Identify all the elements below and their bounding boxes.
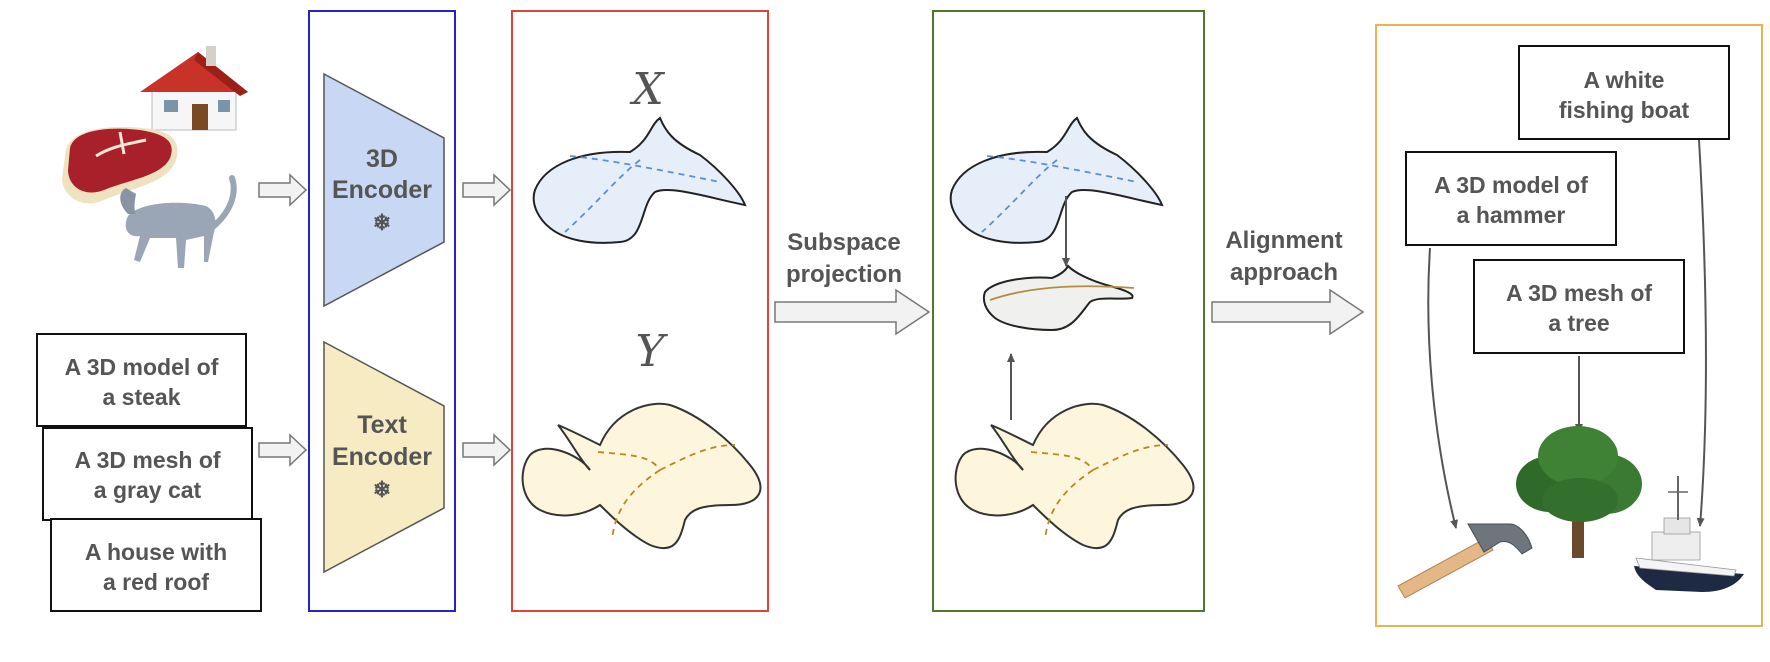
prompt-house-line1: A house with bbox=[85, 539, 227, 565]
subspace-label-line2: projection bbox=[786, 261, 902, 288]
space-x-label: X bbox=[629, 64, 665, 115]
query-boat-line2: fishing boat bbox=[1559, 97, 1690, 123]
snowflake-icon: ❄ bbox=[373, 477, 391, 502]
shape-embedding-space bbox=[532, 116, 747, 244]
prompt-cat-line2: a gray cat bbox=[94, 477, 202, 503]
text-encoder-line2: Encoder bbox=[332, 443, 432, 471]
arrow-objects-to-encoder bbox=[258, 173, 308, 207]
arrow-subspace-projection bbox=[774, 288, 931, 336]
shape-encoder-line1: 3D bbox=[366, 145, 398, 173]
query-boat-line1: A white bbox=[1584, 67, 1665, 93]
text-prompt-house: A house with a red roof bbox=[50, 518, 262, 612]
encoder-panel bbox=[308, 10, 456, 612]
query-tree-line1: A 3D mesh of bbox=[1506, 280, 1652, 306]
query-hammer: A 3D model of a hammer bbox=[1405, 151, 1617, 246]
query-hammer-line2: a hammer bbox=[1457, 202, 1566, 228]
projected-shape-space bbox=[949, 116, 1164, 244]
arrow-shape-encoder-to-space bbox=[462, 173, 512, 207]
cat-image bbox=[120, 175, 237, 268]
snowflake-icon: ❄ bbox=[373, 210, 391, 235]
text-prompt-steak: A 3D model of a steak bbox=[36, 333, 247, 427]
arrow-query-to-boat bbox=[1696, 139, 1707, 527]
steak-image bbox=[62, 126, 178, 204]
projected-text-space bbox=[954, 402, 1195, 550]
text-encoder-line1: Text bbox=[357, 411, 407, 439]
text-prompt-cat: A 3D mesh of a gray cat bbox=[42, 427, 253, 521]
arrow-text-encoder-to-space bbox=[462, 433, 512, 467]
retrieval-panel bbox=[1375, 24, 1763, 627]
tree-image bbox=[1516, 426, 1642, 558]
query-tree: A 3D mesh of a tree bbox=[1473, 259, 1685, 354]
embedding-panel bbox=[511, 10, 769, 612]
arrow-query-to-hammer bbox=[1427, 247, 1458, 529]
boat-image bbox=[1634, 476, 1744, 592]
query-hammer-line1: A 3D model of bbox=[1434, 172, 1588, 198]
shape-encoder-line2: Encoder bbox=[332, 176, 432, 204]
projection-panel bbox=[932, 10, 1205, 612]
prompt-steak-line1: A 3D model of bbox=[65, 354, 219, 380]
prompt-steak-line2: a steak bbox=[102, 384, 180, 410]
alignment-label-line2: approach bbox=[1230, 259, 1338, 286]
house-image bbox=[140, 46, 248, 131]
prompt-cat-line1: A 3D mesh of bbox=[74, 447, 220, 473]
space-y-label: Y bbox=[635, 326, 668, 377]
text-embedding-space bbox=[521, 402, 762, 550]
alignment-label-line1: Alignment bbox=[1225, 227, 1342, 254]
shared-subspace bbox=[982, 264, 1135, 332]
query-tree-line2: a tree bbox=[1548, 310, 1609, 336]
query-fishing-boat: A white fishing boat bbox=[1518, 45, 1730, 140]
prompt-house-line2: a red roof bbox=[103, 569, 209, 595]
hammer-image bbox=[1397, 523, 1533, 599]
arrow-alignment-approach bbox=[1211, 288, 1365, 336]
arrow-text-to-encoder bbox=[258, 433, 308, 467]
text-encoder: Text Encoder ❄ bbox=[323, 340, 445, 574]
subspace-label-line1: Subspace bbox=[787, 229, 900, 256]
shape-encoder: 3D Encoder ❄ bbox=[323, 72, 445, 308]
